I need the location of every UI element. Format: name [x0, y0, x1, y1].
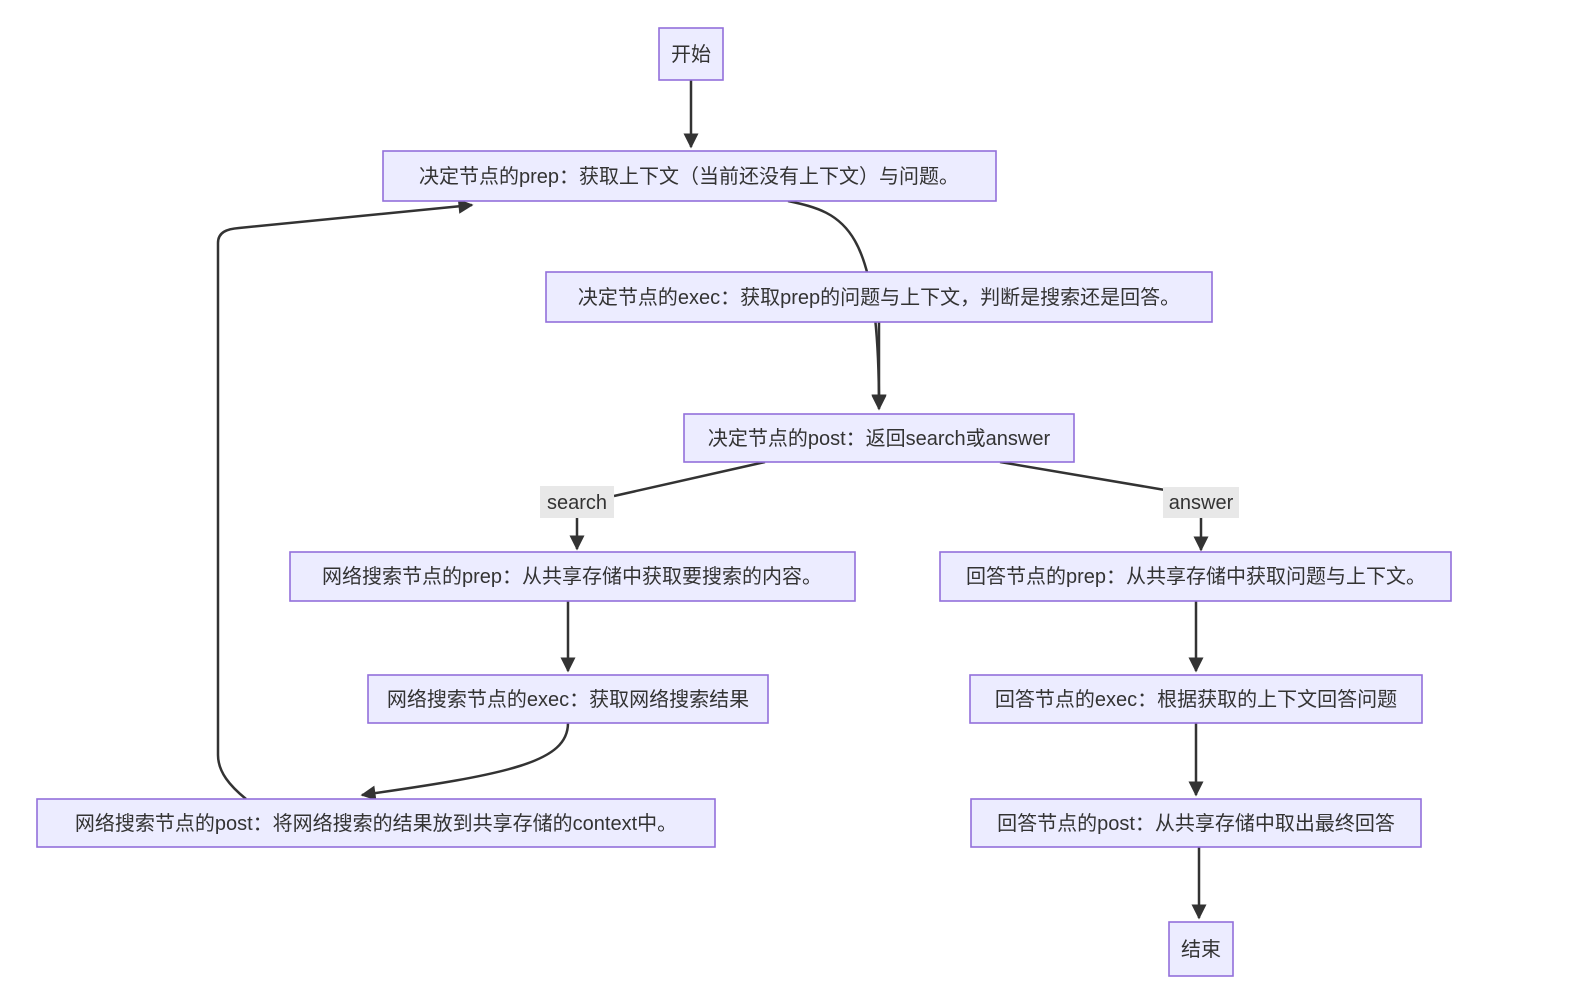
node-answer-prep: 回答节点的prep：从共享存储中获取问题与上下文。 [939, 551, 1452, 602]
node-decide-prep-label: 决定节点的prep：获取上下文（当前还没有上下文）与问题。 [419, 165, 959, 188]
node-decide-post-box [683, 413, 1075, 463]
node-search-exec: 网络搜索节点的exec：获取网络搜索结果 [367, 674, 769, 724]
node-search-post-box [36, 798, 716, 848]
node-search-prep-box [289, 551, 856, 602]
node-answer-exec: 回答节点的exec：根据获取的上下文回答问题 [969, 674, 1423, 724]
node-search-prep: 网络搜索节点的prep：从共享存储中获取要搜索的内容。 [289, 551, 856, 602]
edge-decide-post-to-answer-label [999, 460, 1166, 492]
edge-decide-post-to-search-label [613, 460, 766, 498]
node-search-prep-label: 网络搜索节点的prep：从共享存储中获取要搜索的内容。 [322, 565, 822, 588]
node-search-post-label: 网络搜索节点的post：将网络搜索的结果放到共享存储的context中。 [75, 812, 677, 835]
edge-label-search-bg [540, 486, 614, 518]
node-decide-prep: 决定节点的prep：获取上下文（当前还没有上下文）与问题。 [382, 150, 997, 202]
node-answer-post: 回答节点的post：从共享存储中取出最终回答 [970, 798, 1422, 848]
node-decide-prep-box [382, 150, 997, 202]
node-answer-prep-box [939, 551, 1452, 602]
node-end-label: 结束 [1181, 938, 1221, 961]
node-search-exec-box [367, 674, 769, 724]
node-answer-post-label: 回答节点的post：从共享存储中取出最终回答 [997, 812, 1395, 835]
node-decide-exec-box [545, 271, 1213, 323]
edge-label-search-text: search [547, 492, 607, 514]
node-decide-post-label: 决定节点的post：返回search或answer [708, 427, 1051, 450]
edge-search-exec-to-search-post [360, 722, 570, 801]
edge-decide-prep-to-decide-exec [787, 199, 887, 410]
edge-label-search: search [540, 486, 614, 518]
node-decide-exec: 决定节点的exec：获取prep的问题与上下文，判断是搜索还是回答。 [545, 271, 1213, 323]
node-answer-exec-box [969, 674, 1423, 724]
edge-label-answer-bg [1163, 487, 1239, 518]
node-search-exec-label: 网络搜索节点的exec：获取网络搜索结果 [387, 688, 749, 711]
node-decide-exec-label: 决定节点的exec：获取prep的问题与上下文，判断是搜索还是回答。 [578, 286, 1180, 309]
node-answer-prep-label: 回答节点的prep：从共享存储中获取问题与上下文。 [966, 565, 1426, 588]
edge-label-answer: answer [1163, 487, 1239, 518]
edge-label-answer-text: answer [1169, 492, 1234, 514]
node-answer-exec-label: 回答节点的exec：根据获取的上下文回答问题 [995, 688, 1397, 711]
node-start: 开始 [658, 27, 724, 81]
node-answer-post-box [970, 798, 1422, 848]
node-start-label: 开始 [671, 43, 711, 66]
node-search-post: 网络搜索节点的post：将网络搜索的结果放到共享存储的context中。 [36, 798, 716, 848]
edge-search-post-to-decide-prep-loop [216, 198, 474, 800]
node-end: 结束 [1168, 921, 1234, 977]
node-start-box [658, 27, 724, 81]
node-decide-post: 决定节点的post：返回search或answer [683, 413, 1075, 463]
node-end-box [1168, 921, 1234, 977]
